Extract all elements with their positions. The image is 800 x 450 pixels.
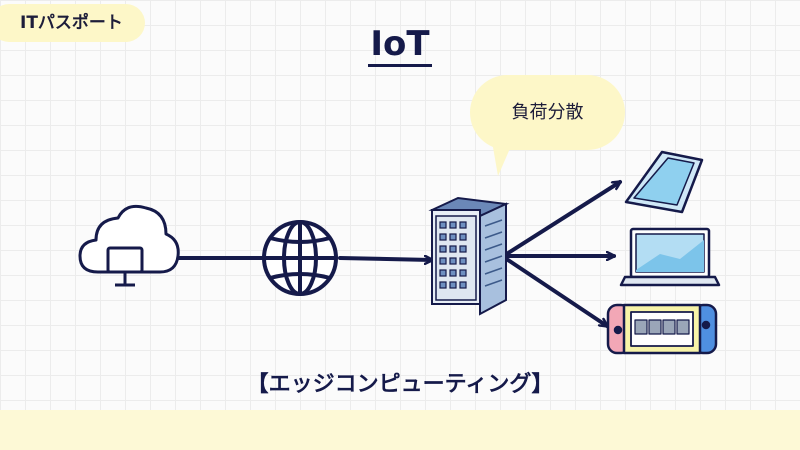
speech-bubble-tail [490, 130, 518, 176]
category-badge-label: ITパスポート [20, 13, 123, 33]
category-badge: ITパスポート [0, 4, 145, 42]
page-title-text: IoT [368, 24, 432, 67]
page-title: IoT [0, 24, 800, 67]
globe-icon [262, 220, 338, 296]
cloud-monitor-icon [78, 204, 180, 287]
edge-computing-diagram [78, 150, 721, 355]
connection-lines [168, 180, 620, 328]
laptop-icon [619, 227, 721, 287]
diagram-caption: 【エッジコンピューティング】 [246, 372, 554, 397]
footer-band [0, 410, 800, 450]
server-to-console-arrow [503, 256, 607, 328]
server-rack-icon [428, 196, 510, 316]
globe-to-server-arrow [338, 258, 432, 260]
game-console-icon [606, 303, 718, 355]
smartphone-icon [624, 150, 704, 214]
speech-bubble-text: 負荷分散 [511, 102, 584, 123]
server-to-smartphone-arrow [503, 180, 620, 257]
